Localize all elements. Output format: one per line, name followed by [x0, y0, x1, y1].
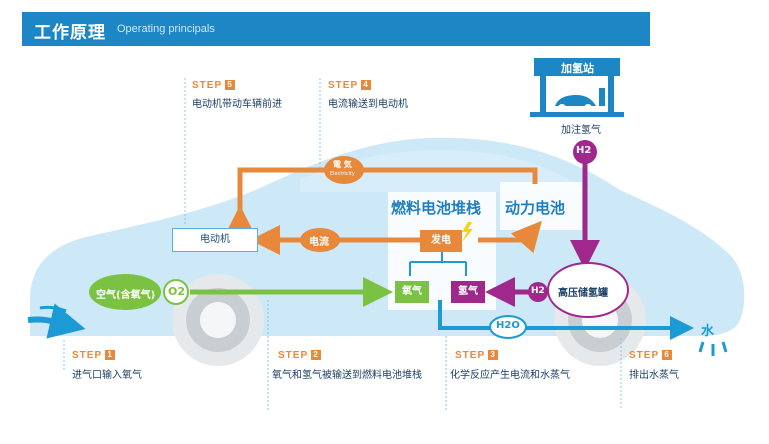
air-intake-arrow	[27, 303, 86, 339]
water-label: 水	[701, 324, 715, 339]
o2-bubble	[163, 279, 189, 305]
step-5-desc: 电动机带动车辆前进	[192, 99, 282, 110]
hydrogen-label: 氢气	[458, 286, 478, 297]
step-4-desc: 电流输送到电动机	[328, 99, 408, 110]
h2-tank-bubble	[528, 282, 548, 302]
step-2-desc: 氧气和氢气被输送到燃料电池堆栈	[272, 370, 422, 381]
h2o-bubble	[489, 315, 527, 339]
air-intake-arrow-top	[39, 305, 67, 313]
header-bar	[22, 12, 650, 46]
current-label: 电流	[309, 237, 329, 248]
h2-station-label: H2	[576, 145, 592, 156]
oxygen-label: 氧气	[402, 286, 422, 297]
step-1-desc: 进气口输入氧气	[72, 370, 142, 381]
electricity-en-label: Electricity	[330, 171, 355, 177]
oxygen-box: 氧气	[395, 281, 429, 303]
air-label: 空气(含氧气)	[96, 290, 156, 301]
o2-label: O2	[168, 285, 186, 298]
water-path	[438, 300, 694, 340]
h2-station-bubble	[573, 140, 597, 164]
page-subtitle: Operating principals	[117, 23, 215, 35]
tank-label: 高压储氢罐	[558, 288, 608, 299]
air-bubble	[89, 274, 161, 310]
step-6-desc: 排出水蒸气	[629, 370, 679, 381]
generator-box: 发电	[420, 230, 462, 252]
fuel-cell-stack-title: 燃料电池堆栈	[391, 199, 482, 217]
motor-box: 电动机	[172, 228, 258, 252]
power-battery-title: 动力电池	[505, 199, 566, 217]
hydrogen-station-icon	[530, 58, 624, 117]
lightning-icon	[462, 222, 473, 242]
page-title: 工作原理	[34, 23, 106, 43]
electricity-cn-label: 電 気	[333, 160, 352, 169]
step-3-desc: 化学反应产生电流和水蒸气	[450, 370, 570, 381]
stack-tree	[409, 250, 467, 276]
h2-tank-label: H2	[531, 286, 545, 296]
hydrogen-tank	[547, 262, 629, 318]
to-battery-arrow	[478, 220, 542, 254]
motor-label: 电动机	[200, 234, 230, 245]
generator-label: 发电	[431, 235, 451, 246]
h2o-label: H2O	[496, 320, 520, 331]
front-wheel	[172, 274, 264, 366]
hydrogen-box: 氢气	[451, 281, 485, 303]
station-sign: 加氢站	[561, 62, 594, 75]
station-caption: 加注氢气	[561, 125, 601, 136]
current-bubble	[300, 228, 340, 252]
water-drops-icon	[698, 341, 728, 356]
electricity-loop	[225, 167, 538, 235]
electricity-bubble	[324, 156, 364, 184]
